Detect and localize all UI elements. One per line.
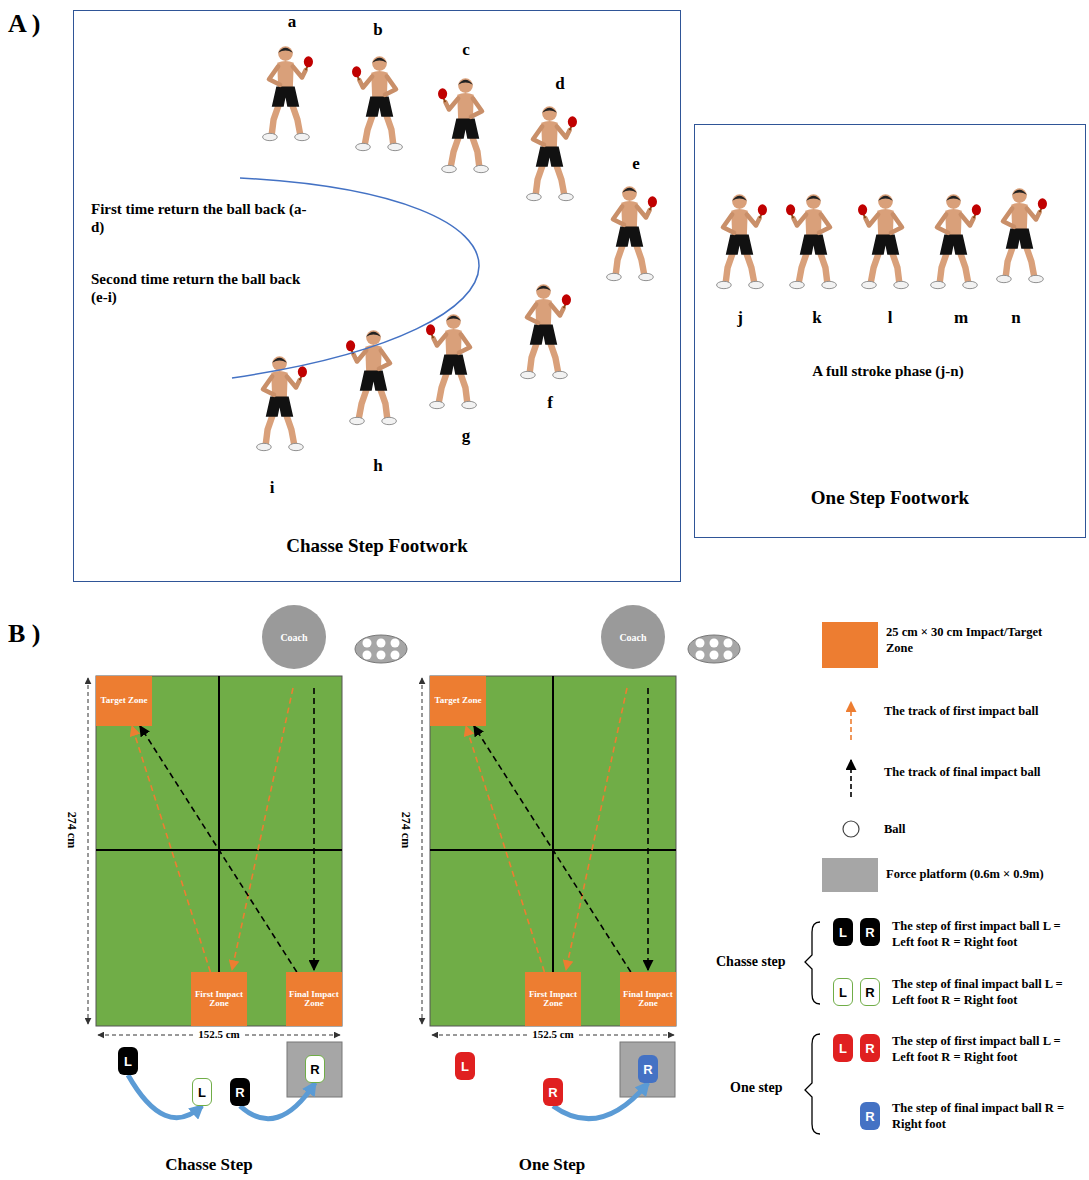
step-arrow: [553, 1083, 648, 1119]
panel-box: One Step Footwork: [694, 124, 1086, 538]
frame-letter: d: [555, 74, 564, 94]
frame-letter: n: [1011, 308, 1020, 328]
dimension: 152.5 cm: [529, 1028, 577, 1041]
legend-text: The track of final impact ball: [884, 764, 1084, 780]
node-text: L: [124, 1054, 132, 1069]
phase-note: First time return the ball back (a-d): [91, 200, 311, 236]
frame-letter: h: [373, 456, 382, 476]
legend-text: 25 cm × 30 cm Impact/Target Zone: [886, 624, 1056, 657]
coach-circle: Coach: [262, 605, 326, 669]
legend-text: Force platform (0.6m × 0.9m): [886, 866, 1084, 882]
ball-track: [474, 726, 631, 972]
legend-group: One step: [730, 1080, 783, 1097]
dimension: 274 cm: [65, 812, 79, 848]
node-text: Final Impact Zone: [288, 990, 340, 1009]
legend-foot: L: [833, 1034, 853, 1062]
node-text: L: [198, 1085, 206, 1100]
node-text: Final Impact Zone: [622, 990, 674, 1009]
legend-swatch: [822, 622, 878, 668]
node-text: L: [461, 1059, 469, 1074]
node-text: Coach: [280, 632, 307, 643]
legend-foot: L: [833, 918, 853, 946]
frame-letter: j: [737, 308, 743, 328]
panel-letter: B ): [8, 618, 41, 649]
frame-letter: k: [812, 308, 821, 328]
panel-letter: A ): [8, 8, 41, 39]
ball-track: [140, 726, 297, 972]
impact-zone: First Impact Zone: [525, 972, 581, 1026]
legend-text: The track of first impact ball: [884, 703, 1084, 719]
step-arrow: [128, 1075, 202, 1118]
legend-foot: R: [860, 978, 880, 1006]
legend-foot: R: [860, 918, 880, 946]
foot-step: L: [192, 1078, 212, 1106]
phase-note: A full stroke phase (j-n): [812, 362, 963, 380]
frame-letter: l: [888, 308, 893, 328]
node-text: Target Zone: [101, 696, 148, 705]
node-text: R: [548, 1085, 557, 1100]
ball-track: [466, 726, 544, 972]
frame-letter: g: [462, 426, 471, 446]
player-figures: [257, 46, 1047, 450]
foot-step: R: [638, 1055, 658, 1083]
target-zone: Target Zone: [430, 676, 486, 726]
ball-track: [132, 726, 210, 972]
legend-foot: R: [860, 1034, 880, 1062]
dimension: 274 cm: [399, 812, 413, 848]
legend-text: The step of final impact ball L = Left f…: [892, 976, 1084, 1009]
panel-title: Chasse Step Footwork: [74, 535, 680, 557]
foot-step: L: [455, 1052, 475, 1080]
legend-symbols: [805, 702, 859, 1134]
legend-foot: L: [833, 978, 853, 1006]
legend-text: The step of first impact ball L = Left f…: [892, 918, 1084, 951]
legend-swatch: [822, 858, 878, 892]
legend-foot: R: [860, 1102, 880, 1130]
impact-zone: Final Impact Zone: [620, 972, 676, 1026]
frame-letter: e: [632, 154, 640, 174]
foot-step: L: [118, 1047, 138, 1075]
node-text: First Impact Zone: [527, 990, 579, 1009]
table-caption: One Step: [519, 1155, 586, 1175]
frame-letter: c: [462, 40, 470, 60]
foot-step: R: [305, 1055, 325, 1083]
node-text: R: [235, 1085, 244, 1100]
frame-letter: a: [288, 12, 297, 32]
legend-group: Chasse step: [716, 954, 786, 971]
node-text: Coach: [619, 632, 646, 643]
impact-zone: Final Impact Zone: [286, 972, 342, 1026]
node-text: R: [643, 1062, 652, 1077]
table-left: [88, 635, 407, 1097]
frame-letter: f: [547, 393, 553, 413]
foot-step: R: [543, 1078, 563, 1106]
foot-step: R: [230, 1078, 250, 1106]
target-zone: Target Zone: [96, 676, 152, 726]
step-arrow: [240, 1083, 315, 1119]
coach-circle: Coach: [601, 605, 665, 669]
table-right: [422, 635, 740, 1097]
dimension: 152.5 cm: [195, 1028, 243, 1041]
phase-note: Second time return the ball back (e-i): [91, 270, 311, 306]
panel-box: Chasse Step Footwork: [73, 10, 681, 582]
legend-text: The step of final impact ball R = Right …: [892, 1100, 1084, 1133]
panel-title: One Step Footwork: [695, 487, 1085, 509]
node-text: Target Zone: [435, 696, 482, 705]
frame-letter: b: [373, 20, 382, 40]
impact-zone: First Impact Zone: [191, 972, 247, 1026]
legend-text: The step of first impact ball L = Left f…: [892, 1033, 1084, 1066]
table-caption: Chasse Step: [165, 1155, 252, 1175]
frame-letter: m: [954, 308, 968, 328]
node-text: First Impact Zone: [193, 990, 245, 1009]
legend-text: Ball: [884, 821, 1034, 837]
node-text: R: [310, 1062, 319, 1077]
frame-letter: i: [270, 478, 275, 498]
